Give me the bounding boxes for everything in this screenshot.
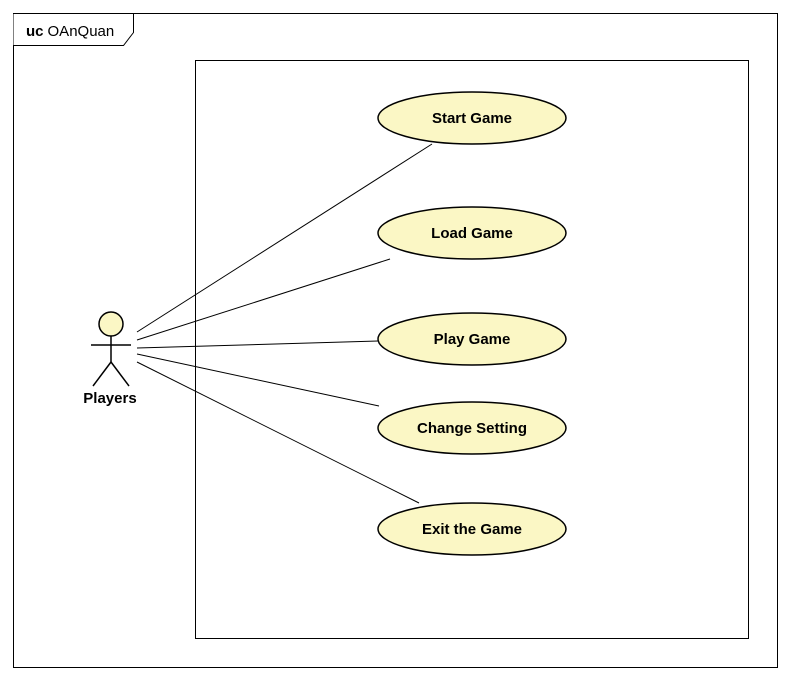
associations bbox=[136, 143, 433, 504]
association-exit-the-game bbox=[136, 361, 420, 504]
actor-left-leg bbox=[92, 361, 112, 387]
use-case-play-game: Play Game bbox=[377, 312, 567, 366]
use-case-label: Start Game bbox=[432, 110, 512, 127]
frame-name: OAnQuan bbox=[48, 23, 115, 40]
association-load-game bbox=[136, 258, 391, 341]
association-play-game bbox=[136, 340, 379, 349]
frame-name-tab bbox=[13, 13, 134, 46]
use-case-load-game: Load Game bbox=[377, 206, 567, 260]
use-case-ellipse bbox=[377, 312, 567, 366]
use-case-start-game: Start Game bbox=[377, 91, 567, 145]
association-start-game bbox=[136, 143, 433, 333]
use-case-ellipse bbox=[377, 91, 567, 145]
actor-players: Players bbox=[83, 311, 137, 407]
actor-head bbox=[98, 311, 124, 337]
use-case-label: Exit the Game bbox=[422, 521, 522, 538]
use-case-ellipse bbox=[377, 401, 567, 455]
use-case-label: Play Game bbox=[434, 331, 511, 348]
use-case-label: Load Game bbox=[431, 225, 513, 242]
use-case-ellipse bbox=[377, 502, 567, 556]
actor-right-leg bbox=[110, 361, 130, 387]
use-case-exit-the-game: Exit the Game bbox=[377, 502, 567, 556]
actor-label: Players bbox=[83, 390, 136, 407]
use-case-ellipse bbox=[377, 206, 567, 260]
association-change-setting bbox=[136, 353, 380, 407]
frame-keyword: uc bbox=[26, 23, 44, 40]
use-case-change-setting: Change Setting bbox=[377, 401, 567, 455]
use-case-label: Change Setting bbox=[417, 420, 527, 437]
